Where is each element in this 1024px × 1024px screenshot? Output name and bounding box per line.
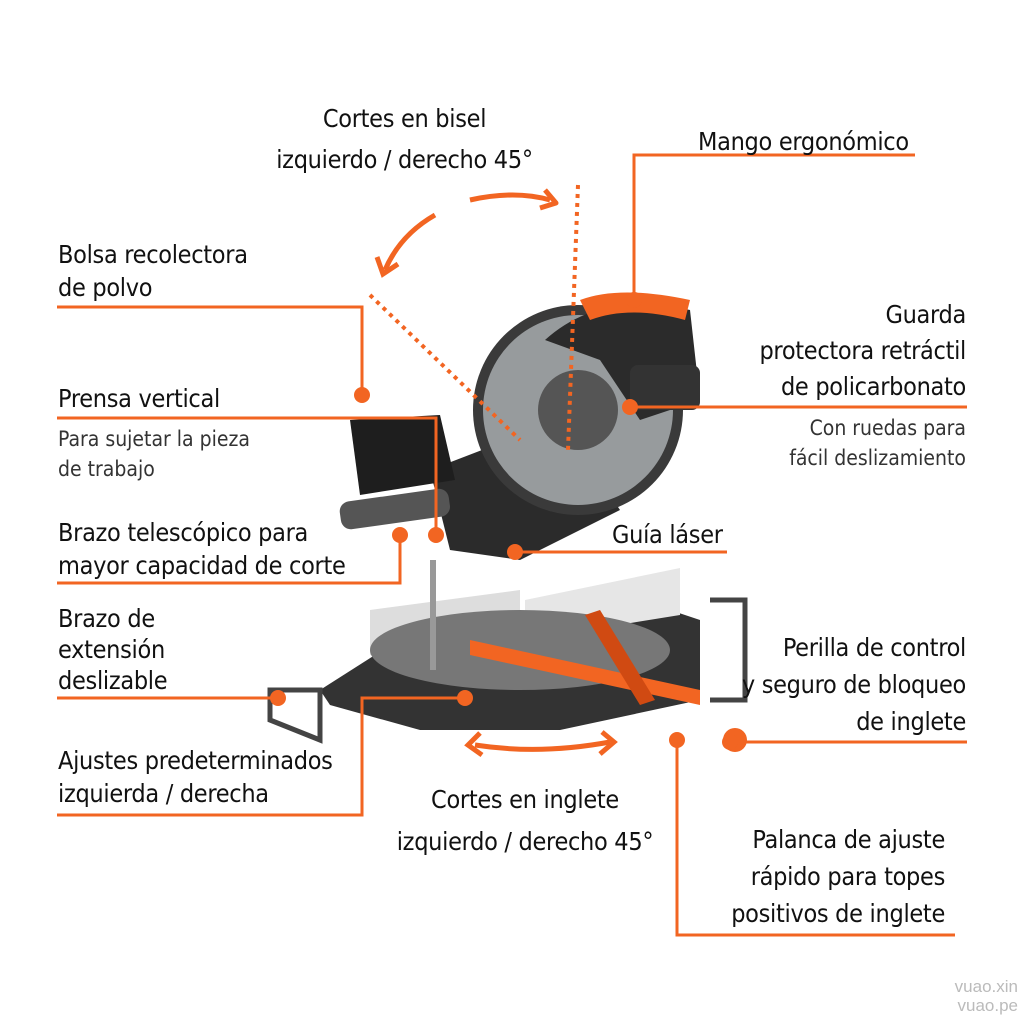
label-extension: Brazo de extensión deslizable: [58, 603, 168, 696]
label-bevel-line2: izquierdo / derecho 45°: [276, 145, 533, 174]
watermark-line1: vuao.xin: [954, 977, 1018, 996]
watermark-line2: vuao.pe: [957, 996, 1019, 1015]
label-extension-line2: extensión: [58, 635, 165, 664]
label-bevel-line1: Cortes en bisel: [322, 104, 487, 133]
label-guard: Guarda protectora retráctil de policarbo…: [759, 297, 966, 405]
label-clamp-sub: Para sujetar la pieza de trabajo: [58, 424, 250, 484]
label-guard-line3: de policarbonato: [780, 372, 966, 401]
label-lever: Palanca de ajuste rápido para topes posi…: [731, 821, 945, 932]
label-dust-bag-line2: de polvo: [58, 273, 153, 302]
label-lever-line3: positivos de inglete: [731, 899, 945, 928]
label-lever-line2: rápido para topes: [750, 862, 946, 891]
label-telescopic: Brazo telescópico para mayor capacidad d…: [58, 516, 346, 582]
label-presets: Ajustes predeterminados izquierda / dere…: [58, 744, 333, 810]
label-telescopic-line1: Brazo telescópico para: [58, 518, 309, 547]
label-knob-line3: de inglete: [856, 707, 966, 736]
label-clamp: Prensa vertical: [58, 384, 220, 413]
label-guard-sub-line1: Con ruedas para: [809, 416, 966, 440]
leader-dots: [270, 292, 738, 750]
label-guard-line2: protectora retráctil: [759, 336, 966, 365]
label-telescopic-line2: mayor capacidad de corte: [58, 551, 346, 580]
label-dust-bag: Bolsa recolectora de polvo: [58, 238, 248, 304]
label-handle: Mango ergonómico: [698, 127, 909, 156]
label-bevel: Cortes en bisel izquierdo / derecho 45°: [262, 102, 547, 176]
label-extension-line3: deslizable: [58, 666, 168, 695]
miter-arrows: [464, 730, 618, 758]
label-presets-line2: izquierda / derecha: [58, 779, 269, 808]
label-miter: Cortes en inglete izquierdo / derecho 45…: [380, 783, 670, 858]
label-guard-line1: Guarda: [885, 300, 966, 329]
label-extension-line1: Brazo de: [58, 604, 155, 633]
label-lever-line1: Palanca de ajuste: [752, 825, 945, 854]
label-guard-sub-line2: fácil deslizamiento: [789, 446, 966, 470]
label-knob-line1: Perilla de control: [782, 633, 966, 662]
label-clamp-sub-line2: de trabajo: [58, 457, 155, 481]
label-clamp-sub-line1: Para sujetar la pieza: [58, 427, 250, 451]
label-knob-line2: y seguro de bloqueo: [741, 670, 966, 699]
label-presets-line1: Ajustes predeterminados: [58, 746, 333, 775]
bevel-arrows: [368, 184, 580, 451]
label-miter-line1: Cortes en inglete: [431, 785, 619, 814]
leader-lines: [57, 153, 967, 937]
label-dust-bag-line1: Bolsa recolectora: [58, 240, 248, 269]
label-knob: Perilla de control y seguro de bloqueo d…: [742, 629, 966, 740]
label-miter-line2: izquierdo / derecho 45°: [396, 827, 654, 856]
label-laser: Guía láser: [612, 520, 723, 549]
label-guard-sub: Con ruedas para fácil deslizamiento: [789, 413, 966, 473]
